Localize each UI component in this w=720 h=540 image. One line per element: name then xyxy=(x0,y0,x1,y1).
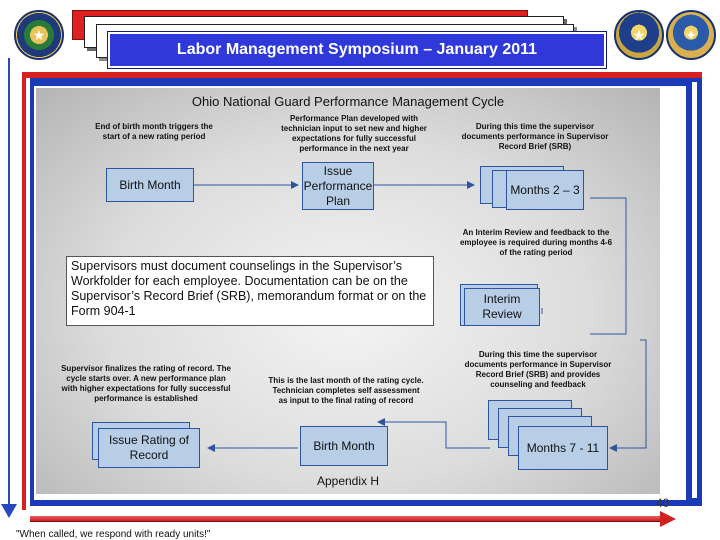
counseling-callout: Supervisors must document counselings in… xyxy=(66,256,434,326)
note-performance-plan: Performance Plan developed with technici… xyxy=(281,114,427,153)
frame-left-red xyxy=(22,72,26,510)
national-guard-seal-icon: ★ xyxy=(614,10,664,60)
frame-left-blue xyxy=(30,78,34,502)
frame-right-highlight xyxy=(692,82,697,498)
performance-cycle-diagram: Ohio National Guard Performance Manageme… xyxy=(36,88,660,494)
box-issue-rating: Issue Rating of Record xyxy=(98,428,200,468)
box-months-7-11: Months 7 - 11 xyxy=(518,426,608,470)
arrow-connector xyxy=(609,339,647,452)
arrow-right-icon xyxy=(660,511,676,527)
note-srb: During this time the supervisor document… xyxy=(461,122,609,151)
note-last-month: This is the last month of the rating cyc… xyxy=(268,376,424,405)
appendix-label: Appendix H xyxy=(316,474,380,488)
note-interim: An Interim Review and feedback to the em… xyxy=(459,228,613,257)
frame-bottom-blue xyxy=(30,500,702,506)
air-guard-seal-icon: ✦ xyxy=(666,10,716,60)
box-issue-plan: Issue Performance Plan xyxy=(302,162,374,210)
ohio-seal-icon: ★ xyxy=(14,10,64,60)
note-rating-finalized: Supervisor finalizes the rating of recor… xyxy=(61,364,231,403)
slide-title: Labor Management Symposium – January 201… xyxy=(107,31,607,69)
bottom-rule xyxy=(30,516,662,522)
connector-lines xyxy=(194,181,647,452)
box-birth-month: Birth Month xyxy=(106,168,194,202)
vertical-rule xyxy=(8,58,10,510)
footer-motto: "When called, we respond with ready unit… xyxy=(16,529,211,540)
page-number: 40 xyxy=(656,496,670,510)
diagram-title: Ohio National Guard Performance Manageme… xyxy=(191,94,505,109)
note-srb-counseling: During this time the supervisor document… xyxy=(464,350,612,389)
note-birth-month: End of birth month triggers the start of… xyxy=(95,122,213,141)
frame-top-red xyxy=(22,72,702,78)
arrow-down-icon xyxy=(1,504,17,518)
box-months-2-3: Months 2 – 3 xyxy=(506,170,584,210)
frame-top-blue xyxy=(30,78,702,86)
box-birth-month-final: Birth Month xyxy=(300,426,388,466)
arrow-connector xyxy=(377,418,490,449)
box-interim-review: Interim Review xyxy=(464,288,540,326)
arrow-connector xyxy=(590,197,627,335)
